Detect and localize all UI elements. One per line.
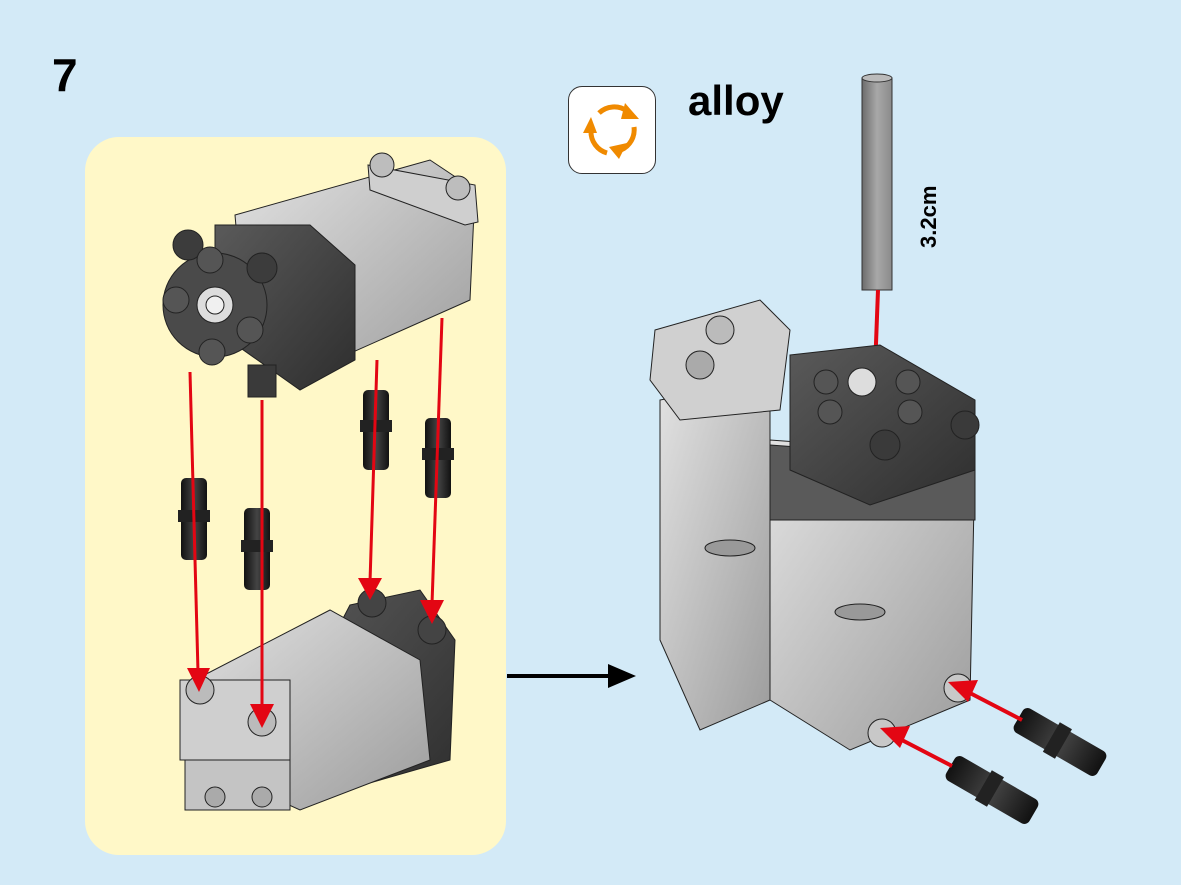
next-step-arrow xyxy=(507,664,636,688)
pin xyxy=(1013,708,1107,776)
motor-bottom xyxy=(179,588,456,811)
motor-top xyxy=(162,152,479,398)
step-number: 7 xyxy=(52,49,78,101)
pin xyxy=(241,508,273,590)
material-label: alloy xyxy=(688,77,784,124)
axle xyxy=(861,73,893,291)
pin xyxy=(945,756,1039,824)
subassembly-arrows xyxy=(187,317,444,728)
pin-arrows xyxy=(880,680,1023,768)
rotate-model-callout xyxy=(568,86,656,174)
motor-assembly xyxy=(649,299,980,751)
rotate-model-icon xyxy=(583,103,639,159)
